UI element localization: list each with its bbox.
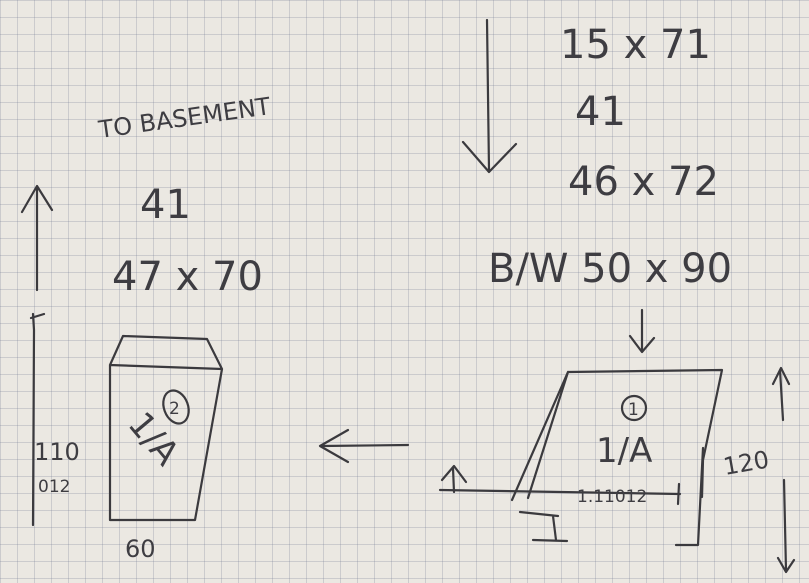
left-shape-number-circle	[162, 389, 190, 425]
note-left-value: 41	[140, 182, 191, 228]
right-shape-fraction: 1/A	[596, 431, 652, 471]
note-right-line2: 41	[575, 89, 626, 135]
left-shape-outline	[108, 334, 224, 522]
right-shape-dim-bracket	[674, 446, 705, 547]
note-right-line3: 46 x 72	[568, 159, 719, 205]
left-shape-number: 2	[169, 399, 180, 419]
left-shape-width: 60	[125, 535, 156, 563]
right-shape-height-arrow	[771, 366, 796, 574]
right-shape-height: 120	[721, 445, 771, 481]
note-right-line1: 15 x 71	[560, 22, 711, 68]
left-arrow-middle	[318, 428, 410, 464]
down-arrow-top	[461, 18, 518, 174]
right-shape-base	[438, 488, 682, 543]
left-shape-height-arrow	[29, 312, 46, 527]
right-shape-inner: 1.11012	[577, 487, 647, 507]
up-arrow-left	[20, 184, 54, 292]
small-down-arrow	[628, 308, 656, 354]
left-shape-height-top: 110	[34, 438, 80, 466]
right-shape-left-arrow	[440, 464, 468, 494]
note-right-line4: B/W 50 x 90	[488, 246, 732, 292]
note-left-size: 47 x 70	[112, 254, 263, 300]
right-shape-number: 1	[628, 400, 639, 420]
left-shape-height-bottom: 012	[38, 477, 70, 497]
note-left-heading: TO BASEMENT	[96, 92, 272, 144]
right-shape-number-circle	[620, 394, 648, 422]
